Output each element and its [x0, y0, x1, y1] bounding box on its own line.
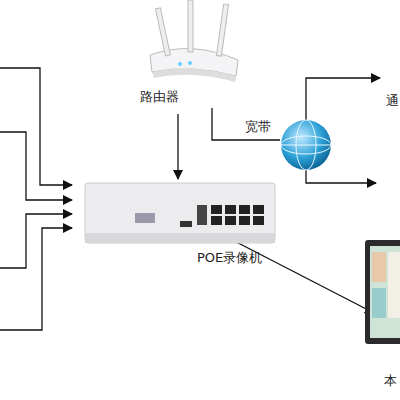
globe-icon — [281, 120, 331, 170]
router-node: 路由器 — [140, 0, 245, 112]
cut-label: 通 — [386, 92, 399, 110]
nvr-illustration — [85, 183, 275, 243]
broadband-wires — [212, 78, 380, 183]
node-label: POE录像机 — [197, 249, 262, 267]
broadband-label: 宽带 — [245, 118, 271, 136]
connector-arrow — [177, 114, 178, 179]
camera-wires — [0, 68, 72, 330]
monitor-illustration — [348, 238, 400, 388]
monitor-node: 本 — [348, 238, 400, 388]
nvr-box: POE录像机 — [85, 183, 275, 243]
node-label: 路由器 — [140, 88, 179, 106]
node-label: 本 — [384, 372, 397, 390]
